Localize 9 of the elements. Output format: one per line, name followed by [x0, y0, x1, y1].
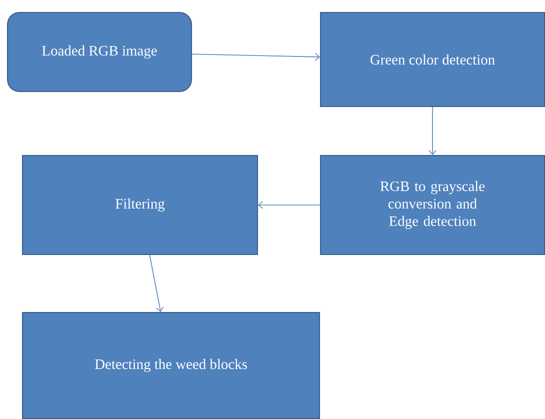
arrow: [428, 106, 436, 155]
process-box: RGB to grayscale conversion and Edge detection: [320, 155, 545, 255]
process-box: Filtering: [22, 155, 258, 255]
arrow: [192, 52, 320, 61]
process-box: Detecting the weed blocks: [22, 312, 320, 419]
start-box: Loaded RGB image: [7, 12, 192, 92]
arrow: [149, 254, 164, 312]
process-box: Green color detection: [320, 12, 545, 107]
arrow: [258, 201, 320, 209]
